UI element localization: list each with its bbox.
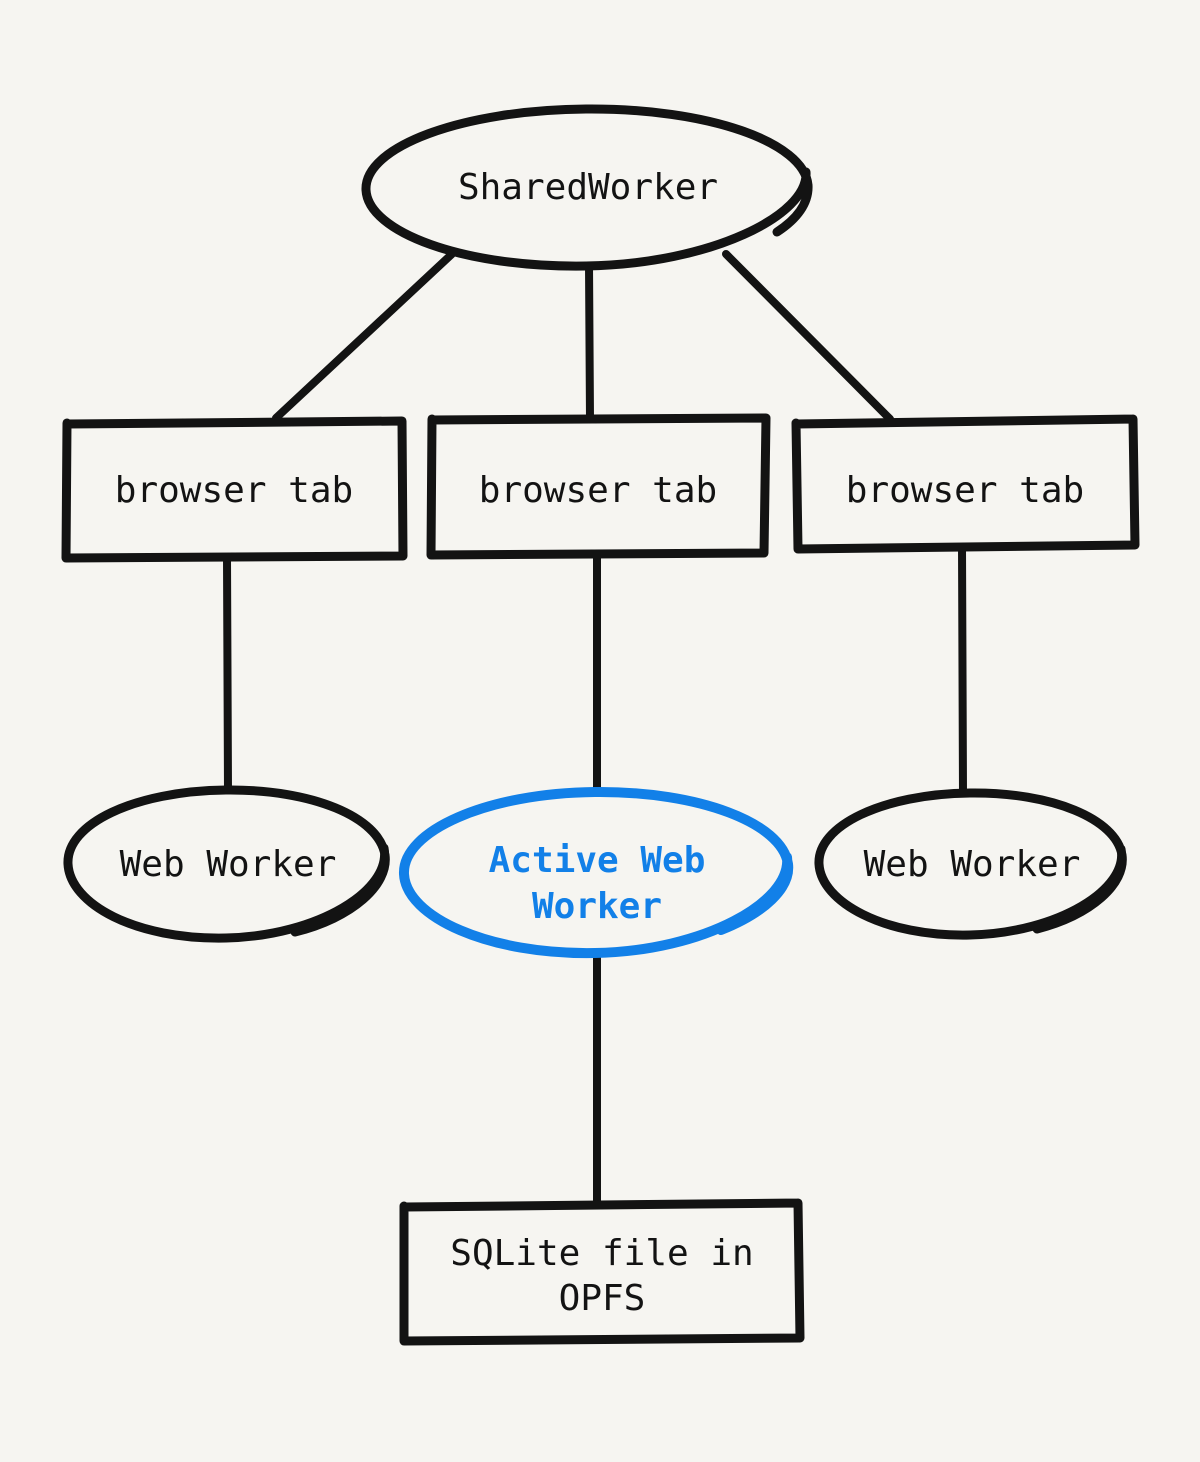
connector-layer xyxy=(223,250,967,1206)
node-active-web-worker[interactable]: Active Web Worker xyxy=(398,786,794,959)
node-web-worker-right[interactable]: Web Worker xyxy=(814,788,1127,940)
sqlite-opfs-file-label-line1: SQLite file in xyxy=(450,1233,753,1274)
node-sqlite-opfs-file[interactable]: SQLite file in OPFS xyxy=(399,1198,805,1346)
web-worker-right-ellipse xyxy=(814,788,1127,940)
sqlite-opfs-file-rect xyxy=(399,1198,805,1346)
shared-worker-ellipse xyxy=(361,104,813,271)
node-shared-worker[interactable]: SharedWorker xyxy=(361,104,813,271)
edge-sharedworker-tab-right xyxy=(722,250,894,423)
browser-tab-right-rect xyxy=(791,414,1140,554)
edge-sharedworker-tab-left xyxy=(272,250,456,422)
node-web-worker-left[interactable]: Web Worker xyxy=(63,785,390,943)
browser-tab-center-rect xyxy=(426,413,771,560)
browser-tab-center-label: browser tab xyxy=(479,470,717,511)
node-browser-tab-left[interactable]: browser tab xyxy=(61,416,408,563)
edge-sharedworker-tab-center xyxy=(585,261,594,423)
shared-worker-label: SharedWorker xyxy=(458,167,718,208)
browser-tab-left-rect xyxy=(61,416,408,563)
active-web-worker-ellipse-fill xyxy=(404,792,790,952)
web-worker-right-ellipse-fill xyxy=(819,793,1125,935)
browser-tab-left-rect-fill xyxy=(65,420,404,558)
active-web-worker-label-line1: Active Web xyxy=(489,840,706,881)
active-web-worker-label-line2: Worker xyxy=(532,886,662,927)
browser-tab-right-label: browser tab xyxy=(846,470,1084,511)
browser-tab-left-label: browser tab xyxy=(115,470,353,511)
sqlite-opfs-file-rect-fill xyxy=(402,1202,800,1340)
node-browser-tab-right[interactable]: browser tab xyxy=(791,414,1140,554)
browser-tab-center-rect-fill xyxy=(430,418,767,555)
edge-tab-left-worker-left xyxy=(223,554,232,796)
sqlite-opfs-file-label-line2: OPFS xyxy=(559,1278,646,1319)
node-browser-tab-center[interactable]: browser tab xyxy=(426,413,771,560)
active-web-worker-ellipse xyxy=(398,786,794,959)
web-worker-left-ellipse xyxy=(63,785,390,943)
web-worker-left-label: Web Worker xyxy=(120,844,337,885)
web-worker-left-ellipse-fill xyxy=(68,790,388,938)
shared-worker-ellipse-fill xyxy=(366,108,810,266)
web-worker-right-label: Web Worker xyxy=(864,844,1081,885)
browser-tab-right-rect-fill xyxy=(795,420,1135,547)
edge-tab-right-worker-right xyxy=(958,543,967,798)
